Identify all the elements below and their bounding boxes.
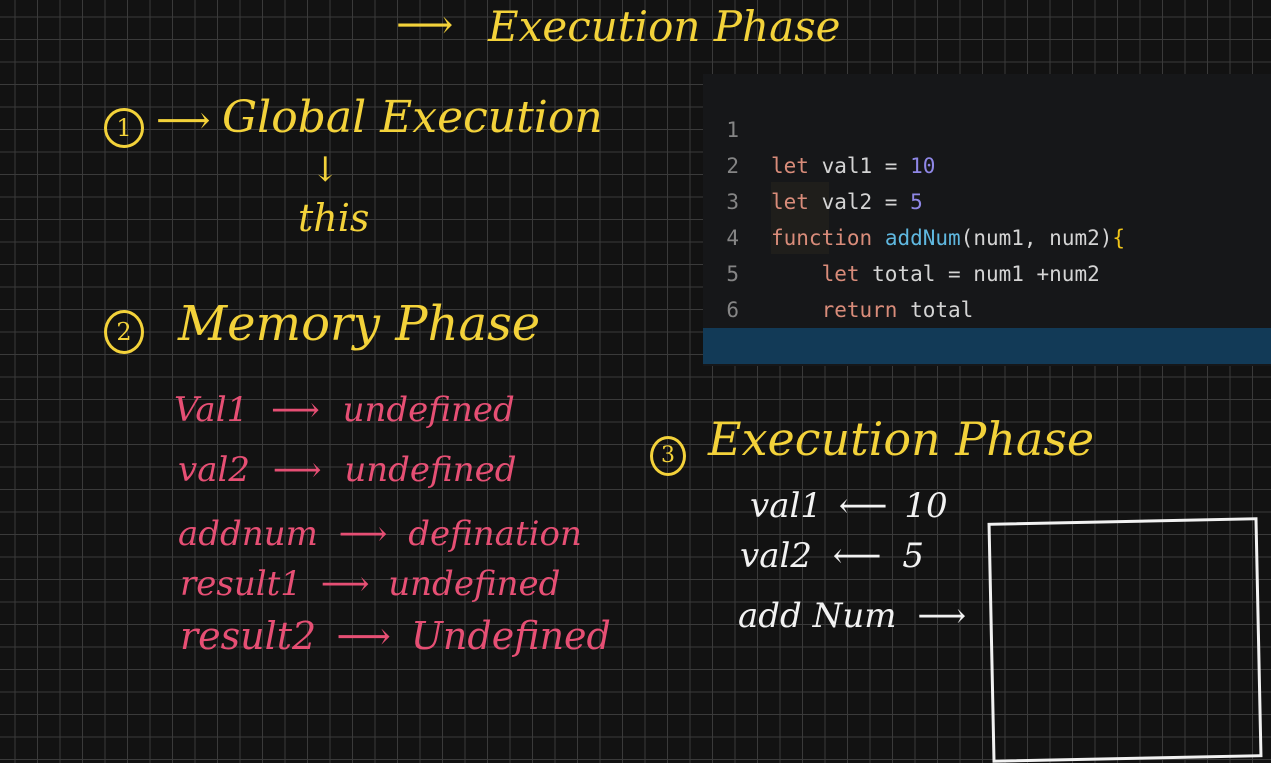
section3-label: Execution Phase — [708, 412, 1095, 466]
section1-arrow: ⟶ — [156, 98, 211, 142]
code-text: return total — [821, 298, 974, 322]
line-number: 5 — [726, 262, 739, 286]
code-text: let result1 = addNum(val1, val2) — [771, 364, 1176, 366]
code-editor: 1 let val1 = 10 2 let val2 = 5 3 functio… — [703, 74, 1271, 366]
exec-arrow: ⟵ — [832, 536, 882, 576]
code-line: 4 let total = num1 +num2 — [703, 184, 1271, 286]
memory-var-value: Undefined — [410, 614, 611, 658]
section3-number: 3 — [650, 436, 686, 476]
line-number: 3 — [726, 190, 739, 214]
line-number: 2 — [726, 154, 739, 178]
memory-arrow: ⟶ — [320, 564, 370, 604]
memory-var-value: undefined — [388, 564, 561, 604]
memory-item: result1 ⟶ undefined — [180, 564, 560, 604]
exec-arrow: ⟵ — [838, 486, 888, 526]
exec-var-name: val1 — [750, 486, 822, 526]
section3-number-circle: 3 — [650, 436, 686, 476]
memory-arrow: ⟶ — [272, 450, 322, 490]
execution-context-box — [987, 517, 1263, 763]
title-arrow: ⟶ — [396, 2, 454, 48]
code-text: let total = num1 +num2 — [821, 262, 1100, 286]
code-text: let val2 = 5 — [771, 190, 923, 214]
memory-var-name: addnum — [178, 514, 318, 554]
section1-label: Global Execution — [222, 92, 603, 143]
code-text: function addNum(num1, num2){ — [771, 226, 1126, 250]
memory-var-value: undefined — [344, 450, 517, 490]
memory-arrow: ⟶ — [271, 390, 320, 430]
code-line: 6 } — [703, 256, 1271, 358]
execution-item: val2 ⟵ 5 — [740, 536, 924, 576]
memory-item: val2 ⟶ undefined — [178, 450, 517, 490]
exec-var-value: 10 — [904, 486, 948, 526]
section2-label: Memory Phase — [178, 296, 541, 352]
line-number: 4 — [726, 226, 739, 250]
memory-var-name: result1 — [180, 564, 302, 604]
exec-var-name: val2 — [740, 536, 812, 576]
memory-var-name: Val1 — [174, 390, 249, 430]
code-text: let val1 = 10 — [771, 154, 936, 178]
exec-arrow: ⟶ — [917, 596, 967, 636]
exec-var-name: add Num — [738, 596, 897, 636]
section1-number-circle: 1 — [104, 108, 144, 148]
memory-arrow: ⟶ — [338, 514, 388, 554]
line-number: 6 — [726, 298, 739, 322]
section1-number: 1 — [104, 108, 144, 148]
line-number: 8 — [717, 364, 739, 366]
exec-var-value: 5 — [902, 536, 924, 576]
memory-arrow: ⟶ — [336, 614, 391, 658]
memory-var-name: result2 — [180, 614, 317, 658]
title-text: Execution Phase — [488, 2, 841, 51]
section2-number: 2 — [104, 310, 144, 354]
line-number: 1 — [726, 118, 739, 142]
memory-var-value: defination — [408, 514, 582, 554]
section1-down-arrow: ↓ — [311, 150, 340, 190]
code-line: 1 let val1 = 10 — [703, 76, 1271, 178]
section1-sub: this — [298, 196, 370, 240]
memory-var-value: undefined — [342, 390, 515, 430]
indent-guide — [771, 182, 829, 254]
code-line: 7 let result1 = addNum(val1, val2) — [703, 292, 1271, 358]
code-line: 3 function addNum(num1, num2){ — [703, 148, 1271, 250]
memory-var-name: val2 — [178, 450, 250, 490]
code-line-active: 8 let result2 = addNum(10, 2) — [703, 328, 1271, 364]
execution-item: add Num ⟶ — [738, 596, 976, 636]
memory-item: Val1 ⟶ undefined — [174, 390, 515, 430]
code-line: 2 let val2 = 5 — [703, 112, 1271, 214]
section2-number-circle: 2 — [104, 310, 144, 354]
execution-item: val1 ⟵ 10 — [750, 486, 948, 526]
memory-item: result2 ⟶ Undefined — [180, 614, 611, 658]
memory-item: addnum ⟶ defination — [178, 514, 582, 554]
code-line: 5 return total — [703, 220, 1271, 322]
